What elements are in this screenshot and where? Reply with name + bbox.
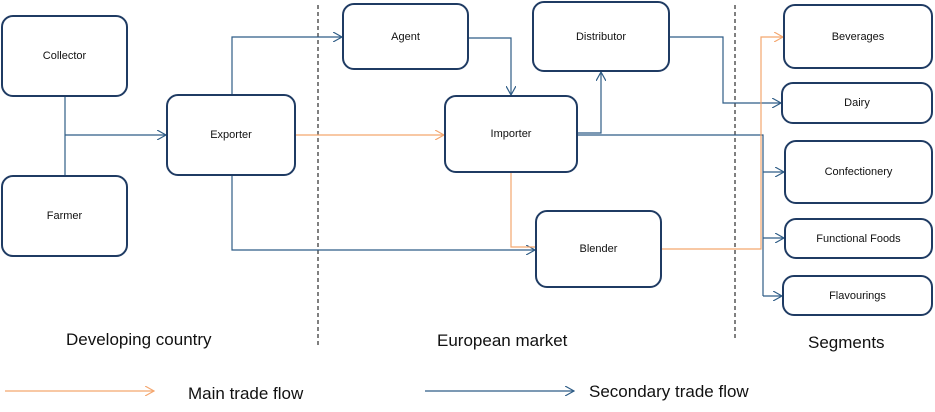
node-functional-foods: Functional Foods [784,218,933,259]
node-farmer: Farmer [1,175,128,257]
connector-blender-beverages [661,37,783,250]
connector-importer-segments [577,134,764,296]
connector-importer-distributor [577,72,601,134]
node-functional-foods-label: Functional Foods [816,232,901,245]
node-exporter: Exporter [166,94,296,176]
connector-exporter-blender [231,176,535,250]
node-flavourings: Flavourings [782,275,933,316]
connector-exporter-agent [231,37,342,95]
node-distributor: Distributor [532,1,670,72]
node-importer-label: Importer [490,128,532,140]
legend-secondary-label: Secondary trade flow [589,382,749,401]
node-exporter-label: Exporter [210,129,252,141]
node-dairy: Dairy [781,82,933,124]
node-beverages: Beverages [783,4,933,69]
node-agent-label: Agent [391,30,420,43]
connector-importer-blender [510,172,535,248]
region-label-european: European market [437,331,568,350]
node-blender: Blender [535,210,662,288]
node-distributor-label: Distributor [575,30,627,43]
node-farmer-label: Farmer [46,210,83,222]
legend-main-label: Main trade flow [188,384,304,403]
connector-distributor-dairy [669,36,781,103]
node-confectionery-label: Confectionery [824,166,893,178]
node-confectionery: Confectionery [784,140,933,204]
node-beverages-label: Beverages [831,30,885,43]
node-collector: Collector [1,15,128,97]
node-dairy-label: Dairy [844,97,870,109]
region-label-developing: Developing country [66,330,212,349]
node-blender-label: Blender [579,243,618,255]
node-flavourings-label: Flavourings [829,289,886,302]
connector-agent-importer [468,37,511,95]
node-agent: Agent [342,3,469,70]
node-collector-label: Collector [42,50,87,62]
node-importer: Importer [444,95,578,173]
region-label-segments: Segments [808,333,885,352]
